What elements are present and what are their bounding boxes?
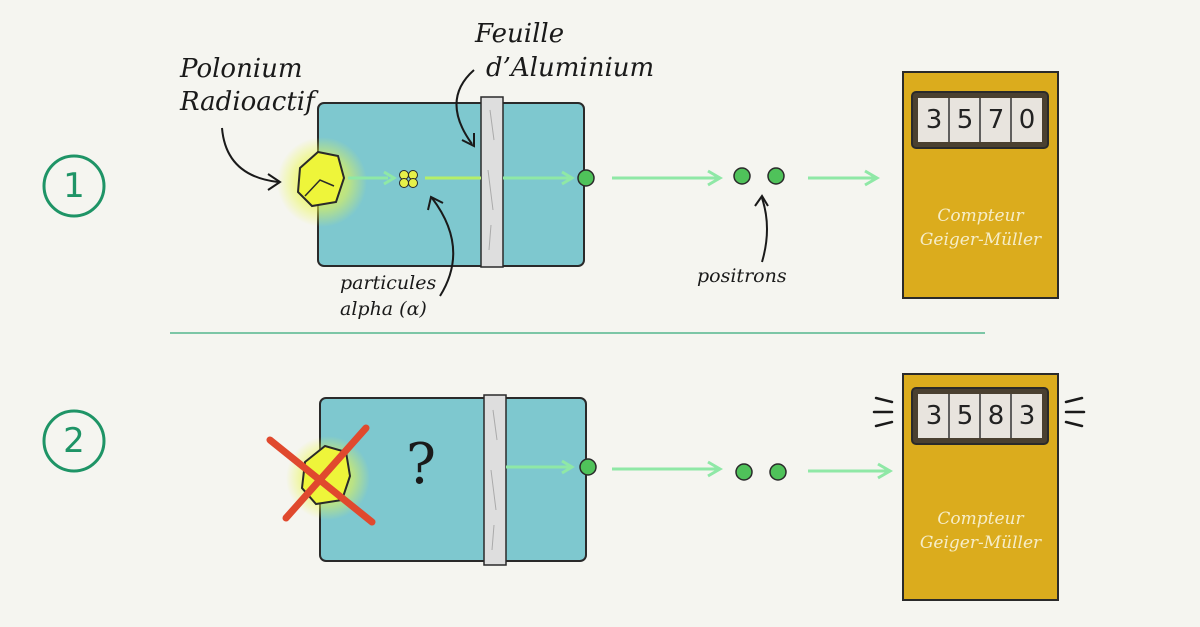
- alpha-label-line-1: particules: [340, 272, 437, 294]
- experiment-1: [221, 69, 1059, 299]
- positron-particle: [733, 167, 751, 185]
- step-1-circle: [42, 154, 106, 218]
- alpha-label-line-2: alpha (α): [340, 298, 427, 320]
- polonium-label-line-1: Polonium: [180, 54, 303, 84]
- positron-particle: [767, 167, 785, 185]
- aluminium-foil-2: [483, 394, 507, 566]
- step-1-number: 1: [63, 166, 85, 206]
- counter-1-digit: 5: [956, 105, 974, 135]
- positrons-label: positrons: [697, 265, 787, 287]
- positron-particle: [735, 463, 753, 481]
- counter-1-title-line-1: Compteur: [937, 206, 1024, 226]
- counter-2-title-line-1: Compteur: [937, 509, 1024, 529]
- positron-particle: [769, 463, 787, 481]
- polonium-source-1: [296, 150, 346, 208]
- counter-2-digit: 3: [1018, 401, 1036, 431]
- polonium-label-line-2: Radioactif: [180, 87, 315, 117]
- step-2-circle: [42, 409, 106, 473]
- counter-1-title-line-2: Geiger-Müller: [919, 230, 1042, 250]
- counter-1-digit: 7: [987, 105, 1005, 135]
- step-2-number: 2: [63, 421, 85, 461]
- unknown-source-mark: ?: [406, 432, 437, 497]
- removed-cross: [266, 424, 376, 526]
- positron-particle: [577, 169, 595, 187]
- alpha-particle: [399, 170, 418, 188]
- counter-2-digit: 3: [925, 401, 943, 431]
- aluminium-foil-1: [480, 96, 504, 268]
- foil-label-line-2: d’Aluminium: [486, 53, 655, 83]
- positron-particle: [579, 458, 597, 476]
- counter-2-digit: 8: [987, 401, 1005, 431]
- foil-label-line-1: Feuille: [475, 19, 565, 49]
- experiment-2: [266, 373, 1086, 601]
- counter-click-marks: [872, 396, 1086, 428]
- counter-1-digit: 0: [1018, 105, 1036, 135]
- counter-2-digit: 5: [956, 401, 974, 431]
- counter-2-title-line-2: Geiger-Müller: [919, 533, 1042, 553]
- counter-1-digit: 3: [925, 105, 943, 135]
